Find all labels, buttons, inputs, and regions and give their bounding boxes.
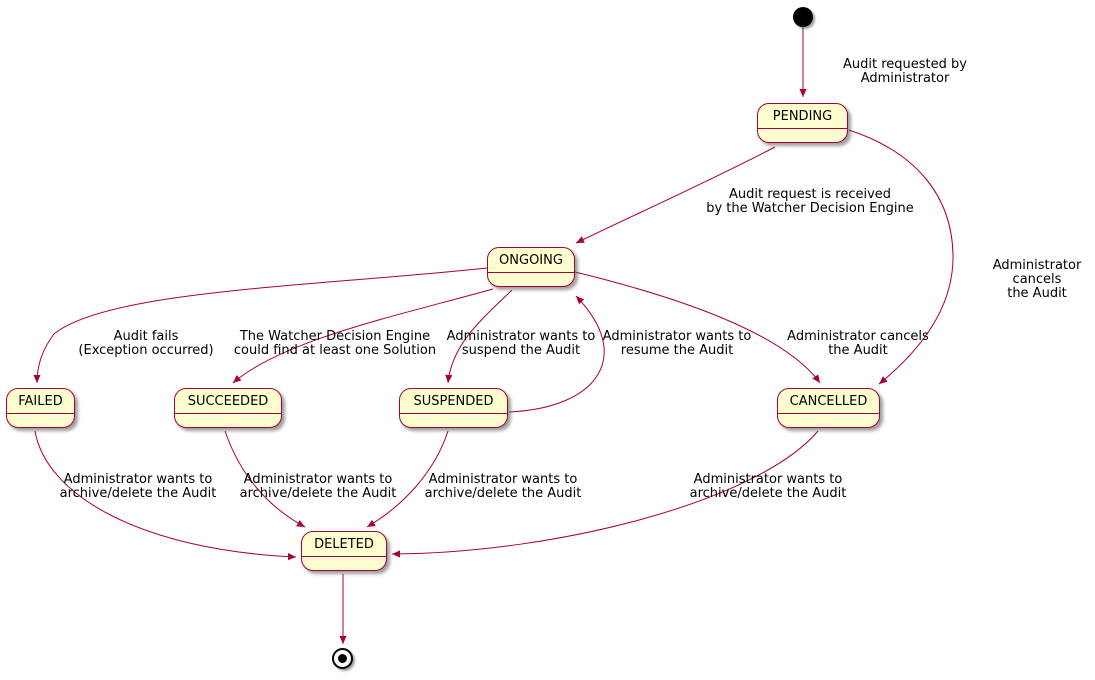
edge-label-suspended-to-deleted: Administrator wants to archive/delete th… xyxy=(424,472,582,501)
edge-label-failed-to-deleted: Administrator wants to archive/delete th… xyxy=(59,472,217,501)
state-suspended: SUSPENDED xyxy=(399,388,508,428)
final-state-dot xyxy=(338,654,347,663)
edge-pending-to-ongoing xyxy=(575,146,776,244)
edge-label-ongoing-to-cancelled: Administrator cancels the Audit xyxy=(787,329,929,358)
edge-pending-to-cancelled xyxy=(848,129,954,385)
state-succeeded: SUCCEEDED xyxy=(174,388,282,428)
state-ongoing-label: ONGOING xyxy=(488,248,574,273)
state-deleted: DELETED xyxy=(301,531,387,571)
edge-label-ongoing-to-succeeded: The Watcher Decision Engine could find a… xyxy=(233,329,437,358)
edge-suspended-to-ongoing xyxy=(508,295,605,413)
state-succeeded-label: SUCCEEDED xyxy=(175,389,281,414)
edge-label-cancelled-to-deleted: Administrator wants to archive/delete th… xyxy=(689,472,847,501)
final-state-ring xyxy=(332,648,353,669)
edge-ongoing-to-succeeded xyxy=(232,288,494,384)
edge-ongoing-to-suspended xyxy=(445,289,513,384)
state-deleted-label: DELETED xyxy=(302,532,386,557)
edge-label-ongoing-to-failed: Audit fails (Exception occurred) xyxy=(78,329,214,358)
edge-label-succeeded-to-deleted: Administrator wants to archive/delete th… xyxy=(239,472,397,501)
edge-label-suspended-to-ongoing: Administrator wants to resume the Audit xyxy=(602,329,752,358)
state-failed: FAILED xyxy=(6,388,75,428)
state-ongoing: ONGOING xyxy=(487,247,575,287)
edge-label-pending-to-ongoing: Audit request is received by the Watcher… xyxy=(706,187,914,216)
edge-ongoing-to-failed xyxy=(33,267,488,384)
state-pending-label: PENDING xyxy=(758,104,847,129)
state-suspended-label: SUSPENDED xyxy=(400,389,507,414)
edge-label-init-to-pending: Audit requested by Administrator xyxy=(843,57,967,86)
edge-succeeded-to-deleted xyxy=(224,430,306,528)
state-cancelled-label: CANCELLED xyxy=(778,389,879,414)
edge-suspended-to-deleted xyxy=(366,430,449,528)
initial-state-dot xyxy=(793,7,813,27)
state-cancelled: CANCELLED xyxy=(777,388,880,428)
edge-cancelled-to-deleted xyxy=(391,430,819,558)
state-failed-label: FAILED xyxy=(7,389,74,414)
edge-label-ongoing-to-suspended: Administrator wants to suspend the Audit xyxy=(446,329,596,358)
edge-failed-to-deleted xyxy=(34,430,297,561)
state-pending: PENDING xyxy=(757,103,848,143)
edge-label-pending-to-cancelled: Administrator cancels the Audit xyxy=(992,258,1082,301)
edge-ongoing-to-cancelled xyxy=(574,271,821,384)
